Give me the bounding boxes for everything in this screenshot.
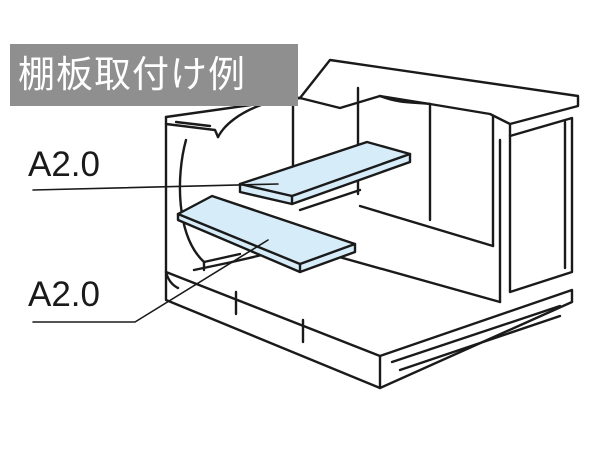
callout-label-upper-shelf: A2.0: [28, 145, 100, 184]
diagram-title: 棚板取付け例: [18, 53, 246, 96]
right-side-frame: [498, 116, 574, 304]
leader-line-upper: [32, 183, 279, 191]
title-banner: [10, 44, 298, 106]
leader-line-lower: [32, 239, 269, 323]
lower-shelf: [176, 194, 357, 274]
callout-label-lower-shelf: A2.0: [28, 275, 100, 314]
back-walls: [216, 86, 495, 248]
front-base: [164, 270, 574, 390]
upper-shelf: [238, 140, 412, 212]
